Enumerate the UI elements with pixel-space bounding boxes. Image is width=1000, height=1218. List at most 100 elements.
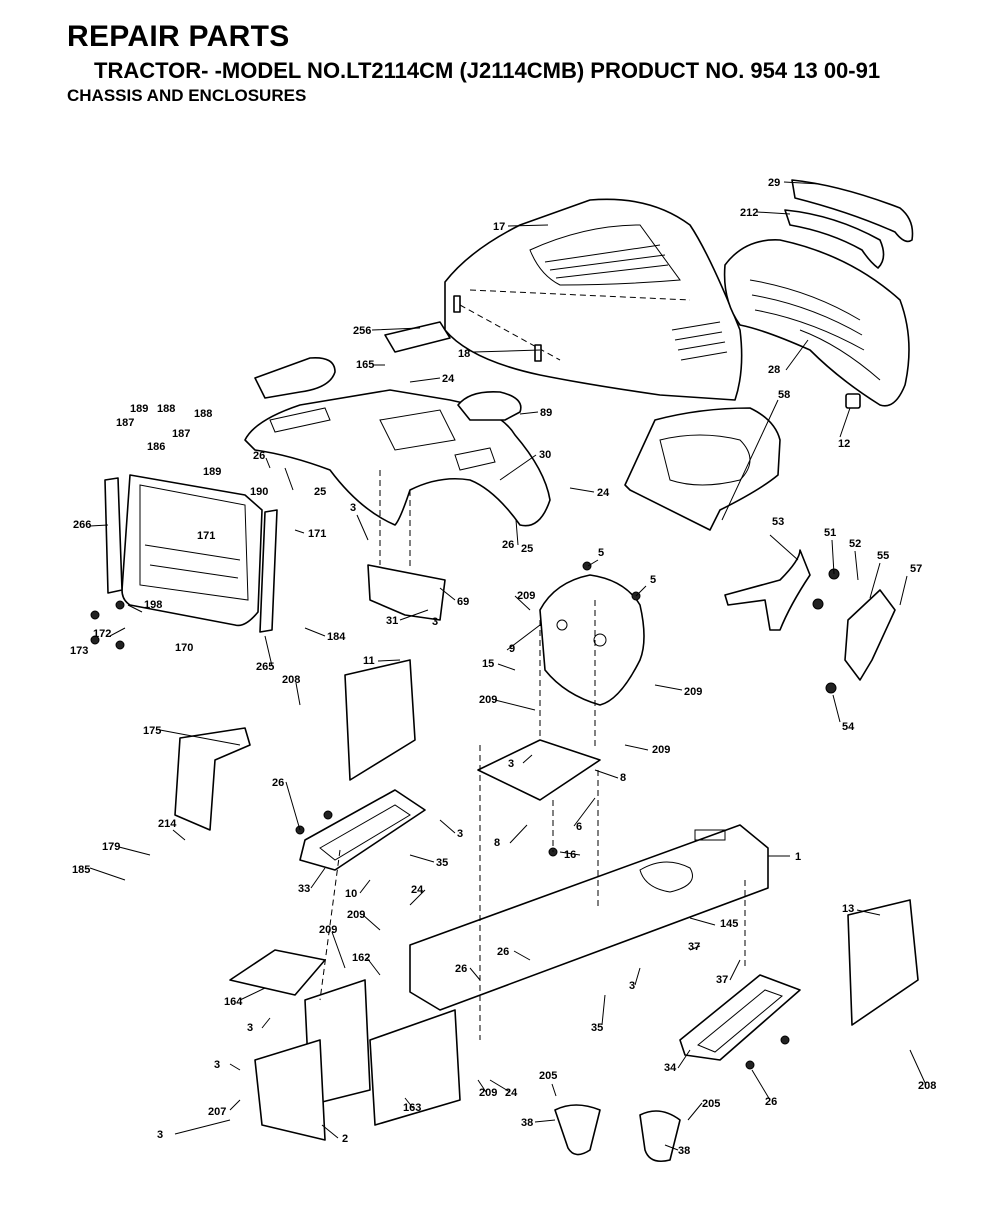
- callout-label: 209: [652, 744, 670, 756]
- callout-label: 8: [620, 772, 626, 784]
- callout-label: 209: [479, 694, 497, 706]
- callout-label: 34: [664, 1062, 677, 1074]
- callout-label: 26: [272, 777, 284, 789]
- cover-plate-part: [384, 321, 451, 353]
- callout-label: 190: [250, 486, 268, 498]
- callout-label: 209: [347, 909, 365, 921]
- callout-label: 25: [521, 543, 533, 555]
- fuel-cap-cover-part: [254, 356, 336, 399]
- callout-label: 1: [795, 851, 801, 863]
- callout-label: 3: [508, 758, 514, 770]
- hood-part: [444, 198, 743, 401]
- front-bracket-part: [254, 1039, 326, 1141]
- callout-label: 165: [356, 359, 374, 371]
- callout-label: 26: [765, 1096, 777, 1108]
- bracket-part: [367, 564, 446, 621]
- callout-label: 184: [327, 631, 346, 643]
- dash-cover-part: [539, 574, 645, 706]
- callout-label: 171: [197, 530, 215, 542]
- callout-label: 24: [442, 373, 455, 385]
- page-title: REPAIR PARTS: [67, 20, 290, 53]
- clip-part: [845, 393, 861, 409]
- callout-label: 18: [458, 348, 470, 360]
- side-panel-part: [847, 899, 919, 1026]
- callout-label: 33: [298, 883, 310, 895]
- bracket-part: [724, 549, 811, 631]
- callout-label: 26: [502, 539, 514, 551]
- hood-trim-part: [784, 179, 914, 269]
- assembly-lines: [319, 470, 746, 1040]
- callout-label: 208: [918, 1080, 936, 1092]
- callout-label: 17: [493, 221, 505, 233]
- callout-label: 31: [386, 615, 398, 627]
- callout-label: 52: [849, 538, 861, 550]
- handle-part: [457, 390, 522, 421]
- callout-label: 3: [214, 1059, 220, 1071]
- callout-label: 5: [650, 574, 656, 586]
- callout-label: 16: [564, 849, 576, 861]
- callout-label: 26: [455, 963, 467, 975]
- callout-label: 35: [436, 857, 448, 869]
- callout-label: 266: [73, 519, 91, 531]
- callout-label: 209: [319, 924, 337, 936]
- leader-lines: [89, 181, 927, 1151]
- callout-label: 54: [842, 721, 855, 733]
- frame-part: [409, 824, 769, 1011]
- callout-label: 162: [352, 952, 370, 964]
- callout-label: 58: [778, 389, 790, 401]
- callout-label: 189: [130, 403, 148, 415]
- callout-label: 187: [116, 417, 134, 429]
- panel-part: [369, 1009, 461, 1126]
- bracket-part: [554, 1104, 601, 1156]
- callout-label: 10: [345, 888, 357, 900]
- callout-label: 214: [158, 818, 177, 830]
- callout-label: 3: [157, 1129, 163, 1141]
- callout-label: 13: [842, 903, 854, 915]
- callout-label: 26: [497, 946, 509, 958]
- callout-label: 205: [539, 1070, 557, 1082]
- callout-label: 3: [457, 828, 463, 840]
- callout-label: 38: [678, 1145, 690, 1157]
- callout-label: 6: [576, 821, 582, 833]
- callout-label: 212: [740, 207, 758, 219]
- callout-label: 2: [342, 1133, 348, 1145]
- callout-label: 53: [772, 516, 784, 528]
- model-subtitle: TRACTOR- -MODEL NO.LT2114CM (J2114CMB) P…: [94, 58, 881, 83]
- callout-label: 188: [194, 408, 212, 420]
- callout-label: 30: [539, 449, 551, 461]
- callout-label: 69: [457, 596, 469, 608]
- callout-label: 51: [824, 527, 836, 539]
- callout-label: 164: [224, 996, 243, 1008]
- callout-label: 35: [591, 1022, 603, 1034]
- footrest-part: [299, 789, 426, 871]
- side-panel-part: [344, 659, 416, 781]
- callout-label: 25: [314, 486, 326, 498]
- callout-label: 9: [509, 643, 515, 655]
- callout-label: 205: [702, 1098, 720, 1110]
- callout-label: 208: [282, 674, 300, 686]
- callout-label: 198: [144, 599, 162, 611]
- callout-label: 11: [363, 655, 375, 667]
- fender-pan-part: [244, 389, 551, 527]
- callout-label: 145: [720, 918, 738, 930]
- mounting-plate-part: [477, 739, 601, 801]
- callout-label: 5: [598, 547, 604, 559]
- callout-label: 209: [684, 686, 702, 698]
- callout-label: 209: [479, 1087, 497, 1099]
- callout-label: 207: [208, 1106, 226, 1118]
- callout-label: 28: [768, 364, 780, 376]
- callout-label: 37: [716, 974, 728, 986]
- shield-part: [174, 727, 251, 831]
- bracket-part: [229, 949, 326, 996]
- bracket-part: [639, 1110, 681, 1163]
- section-title: CHASSIS AND ENCLOSURES: [67, 86, 307, 105]
- callout-label: 172: [93, 628, 111, 640]
- callout-label: 3: [350, 502, 356, 514]
- shield-part: [624, 407, 781, 531]
- dash-panel-part: [104, 474, 278, 633]
- callout-label: 185: [72, 864, 90, 876]
- callout-label: 24: [411, 884, 424, 896]
- callout-label: 55: [877, 550, 889, 562]
- callout-label: 188: [157, 403, 175, 415]
